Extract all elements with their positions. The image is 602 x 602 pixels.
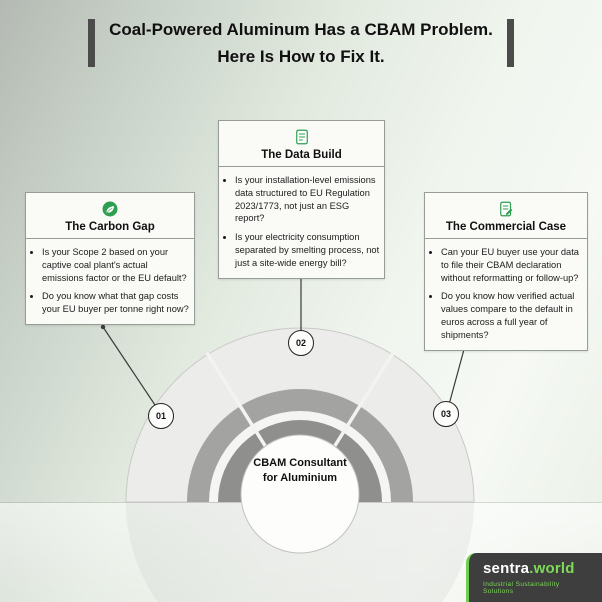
middle-ring xyxy=(187,389,413,502)
checklist-document-icon xyxy=(295,129,308,145)
center-label: CBAM Consultant for Aluminium xyxy=(253,457,347,484)
card-bullet: Do you know what that gap costs your EU … xyxy=(42,290,194,316)
brand-name: sentra.world xyxy=(483,560,592,577)
card-bullet: Is your electricity consumption separate… xyxy=(235,231,384,269)
card-bullet-list: Is your installation-level emissions dat… xyxy=(219,174,384,270)
card-bullet: Do you know how verified actual values c… xyxy=(441,290,587,341)
document-pen-icon xyxy=(500,201,513,217)
card-bullet: Is your Scope 2 based on your captive co… xyxy=(42,246,194,284)
brand-name-primary: sentra xyxy=(483,560,530,577)
page-title: Coal-Powered Aluminum Has a CBAM Problem… xyxy=(109,16,493,70)
card-title: The Carbon Gap xyxy=(65,221,155,233)
card-commercial-case: The Commercial Case Can your EU buyer us… xyxy=(424,192,588,351)
step-badge-01: 01 xyxy=(148,403,174,429)
title-block: Coal-Powered Aluminum Has a CBAM Problem… xyxy=(40,16,562,70)
card-data-build-header: The Data Build xyxy=(219,121,384,167)
step-badge-03: 03 xyxy=(433,401,459,427)
segment-divider-left xyxy=(205,352,271,453)
page-title-line2: Here Is How to Fix It. xyxy=(217,47,385,67)
card-carbon-gap: The Carbon Gap Is your Scope 2 based on … xyxy=(25,192,195,326)
brand-panel: sentra.world Industrial Sustainability S… xyxy=(466,553,602,602)
card-title: The Commercial Case xyxy=(445,221,567,233)
connector-line-1 xyxy=(102,326,162,415)
card-data-build: The Data Build Is your installation-leve… xyxy=(218,120,385,279)
connector-dot-1 xyxy=(100,324,106,330)
segment-divider-right xyxy=(329,352,395,453)
card-commercial-case-header: The Commercial Case xyxy=(425,193,587,239)
card-bullet: Is your installation-level emissions dat… xyxy=(235,174,384,225)
step-badge-02: 02 xyxy=(288,330,314,356)
card-bullet: Can your EU buyer use your data to file … xyxy=(441,246,587,284)
brand-name-accent: .world xyxy=(529,560,575,577)
page-title-line1: Coal-Powered Aluminum Has a CBAM Problem… xyxy=(109,20,493,39)
card-bullet-list: Can your EU buyer use your data to file … xyxy=(425,246,587,342)
card-bullet-list: Is your Scope 2 based on your captive co… xyxy=(26,246,194,316)
title-accent-bar-left xyxy=(88,19,96,68)
card-carbon-gap-header: The Carbon Gap xyxy=(26,193,194,239)
title-accent-bar-right xyxy=(506,19,514,68)
brand-tagline: Industrial Sustainability Solutions xyxy=(483,581,560,595)
card-title: The Data Build xyxy=(261,149,342,161)
leaf-circle-icon xyxy=(102,201,118,217)
